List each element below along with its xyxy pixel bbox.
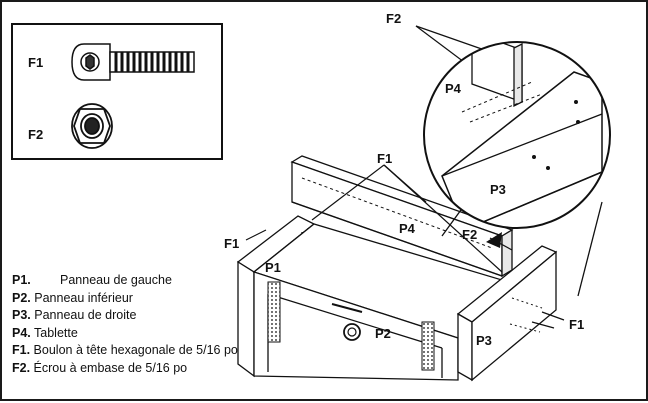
shelf-p4-slot-dashes xyxy=(301,177,493,249)
label-p4-main: P4 xyxy=(399,221,415,236)
bottom-panel-vent-right xyxy=(421,321,435,371)
label-p3-inset: P3 xyxy=(490,182,506,197)
legend-item-f1: F1. Boulon à tête hexagonale de 5/16 po xyxy=(12,343,238,357)
label-p4-inset: P4 xyxy=(445,81,461,96)
label-f1-left: F1 xyxy=(224,236,240,251)
label-f2-top: F2 xyxy=(386,11,402,26)
arrow-f2-mid xyxy=(486,232,502,248)
detail-inset xyxy=(424,42,610,228)
magnifier-circle xyxy=(423,41,611,229)
legend-item-p2: P2. Panneau inférieur xyxy=(12,290,133,305)
parts-legend: P1.Panneau de gauche P2. Panneau inférie… xyxy=(12,272,312,377)
right-panel-p3 xyxy=(456,245,558,382)
label-f2-hardware: F2 xyxy=(28,127,44,142)
hardware-box xyxy=(11,23,223,160)
left-panel-p1 xyxy=(236,215,316,378)
label-p1-main: P1 xyxy=(265,260,281,275)
magnifier-connector xyxy=(577,201,603,297)
label-f1-mid: F1 xyxy=(377,151,393,166)
legend-item-p4: P4. Tablette xyxy=(12,325,78,340)
label-p3-main: P3 xyxy=(476,333,492,348)
label-p2-main: P2 xyxy=(375,326,391,341)
legend-item-p1: P1.Panneau de gauche xyxy=(12,273,172,287)
legend-item-f2: F2. Écrou à embase de 5/16 po xyxy=(12,360,188,375)
bolt-threads xyxy=(114,52,190,72)
label-f1-right: F1 xyxy=(569,317,585,332)
flange-nut-icon xyxy=(71,103,113,149)
legend-item-p3: P3. Panneau de droite xyxy=(12,308,137,322)
label-f1-hardware: F1 xyxy=(28,55,44,70)
bottom-panel-vent-left xyxy=(267,281,281,343)
bolt-path-dashes xyxy=(509,297,543,333)
label-f2-mid: F2 xyxy=(462,227,478,242)
